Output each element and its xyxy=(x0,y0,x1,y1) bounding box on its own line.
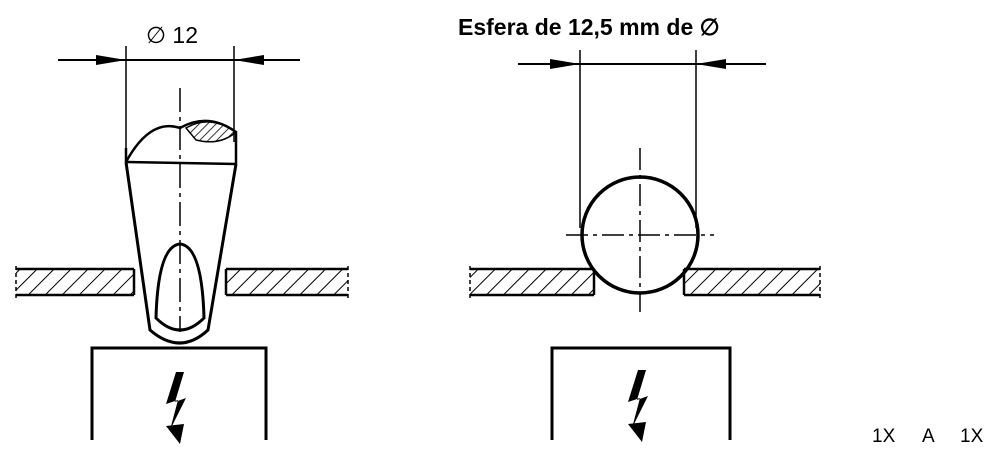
left-dimension xyxy=(58,46,300,148)
lightning-bolt-icon xyxy=(628,370,648,428)
left-diameter-label: ∅ 12 xyxy=(146,22,199,48)
right-plate xyxy=(469,266,821,298)
test-probe xyxy=(124,119,238,345)
left-plate xyxy=(15,266,349,298)
figure-code-3: 1X xyxy=(960,426,984,447)
sphere-diameter-title: Esfera de 12,5 mm de ∅ xyxy=(458,14,720,40)
figure-code-1: 1X xyxy=(872,426,896,447)
right-figure xyxy=(469,50,821,442)
left-figure xyxy=(15,46,349,444)
right-base xyxy=(550,346,732,440)
left-base xyxy=(90,346,268,440)
lightning-bolt-icon xyxy=(166,372,186,430)
right-dimension xyxy=(518,50,766,228)
figure-code-2: A xyxy=(922,426,935,447)
